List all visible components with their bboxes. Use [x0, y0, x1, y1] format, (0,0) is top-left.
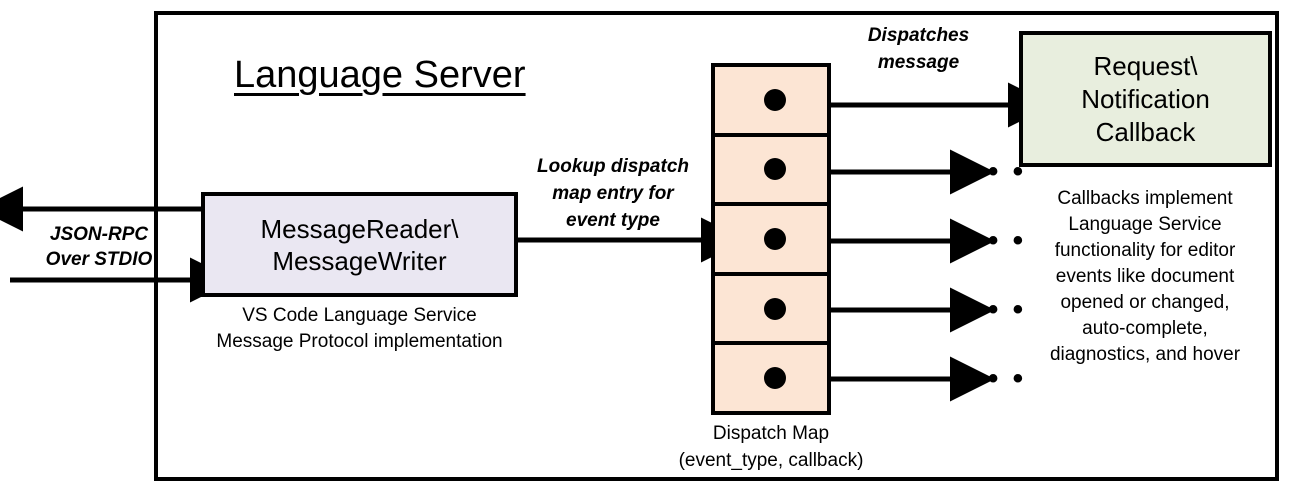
- dispatch-caption-line1: Dispatch Map: [712, 423, 830, 444]
- dispatches-label-line1: Dispatches: [867, 25, 970, 46]
- callback-box-line3: Callback: [1095, 116, 1196, 147]
- message-box-line2: MessageWriter: [272, 245, 447, 276]
- dispatch-map-row[interactable]: [715, 206, 827, 276]
- callback-caption-line6: auto-complete,: [1082, 318, 1208, 339]
- callback-caption-line1: Callbacks implement: [1057, 188, 1233, 209]
- callback-dot-icon: [764, 297, 786, 320]
- callback-box-caption: Callbacks implement Language Service fun…: [1007, 186, 1283, 368]
- dispatch-map-row[interactable]: [715, 345, 827, 411]
- callback-dot-icon: [764, 227, 786, 250]
- callback-dot-icon: [764, 158, 786, 181]
- lookup-label-line2: map entry for: [552, 183, 674, 204]
- message-box-line1: MessageReader\: [260, 213, 459, 244]
- message-caption-line2: Message Protocol implementation: [216, 331, 503, 352]
- message-box-caption: VS Code Language Service Message Protoco…: [201, 303, 518, 355]
- callback-dot-icon: [764, 367, 786, 390]
- message-reader-writer-box[interactable]: MessageReader\ MessageWriter: [201, 192, 518, 297]
- ellipsis-row-2: • • •: [963, 155, 1027, 188]
- dispatch-caption-line2: (event_type, callback): [678, 450, 864, 471]
- json-rpc-label-line1: JSON-RPC: [49, 224, 149, 245]
- json-rpc-transport-label: JSON-RPC Over STDIO: [24, 222, 174, 272]
- request-notification-callback-box[interactable]: Request\ Notification Callback: [1019, 31, 1272, 167]
- dispatch-map-row[interactable]: [715, 67, 827, 137]
- message-caption-line1: VS Code Language Service: [242, 305, 477, 326]
- dispatches-message-label: Dispatches message: [836, 22, 1001, 76]
- json-rpc-label-line2: Over STDIO: [45, 249, 153, 270]
- dispatch-map-row[interactable]: [715, 276, 827, 346]
- callback-caption-line5: opened or changed,: [1060, 292, 1230, 313]
- callback-caption-line7: diagnostics, and hover: [1049, 344, 1241, 365]
- callback-dot-icon: [764, 88, 786, 111]
- dispatch-map-caption: Dispatch Map (event_type, callback): [651, 420, 891, 474]
- callback-box-line1: Request\: [1093, 50, 1198, 81]
- callback-box-line2: Notification: [1081, 83, 1210, 114]
- lookup-label-line3: event type: [566, 210, 660, 231]
- callback-caption-line3: functionality for editor: [1054, 240, 1236, 261]
- callback-caption-line2: Language Service: [1068, 214, 1222, 235]
- lookup-dispatch-label: Lookup dispatch map entry for event type: [518, 153, 708, 234]
- callback-caption-line4: events like document: [1055, 266, 1235, 287]
- language-server-boundary: [154, 11, 1279, 481]
- ellipsis-row-5: • • •: [963, 362, 1027, 395]
- dispatches-label-line2: message: [877, 52, 960, 73]
- page-title: Language Server: [234, 54, 526, 96]
- dispatch-map-table[interactable]: [711, 63, 831, 415]
- lookup-label-line1: Lookup dispatch: [537, 156, 689, 177]
- dispatch-map-row[interactable]: [715, 137, 827, 207]
